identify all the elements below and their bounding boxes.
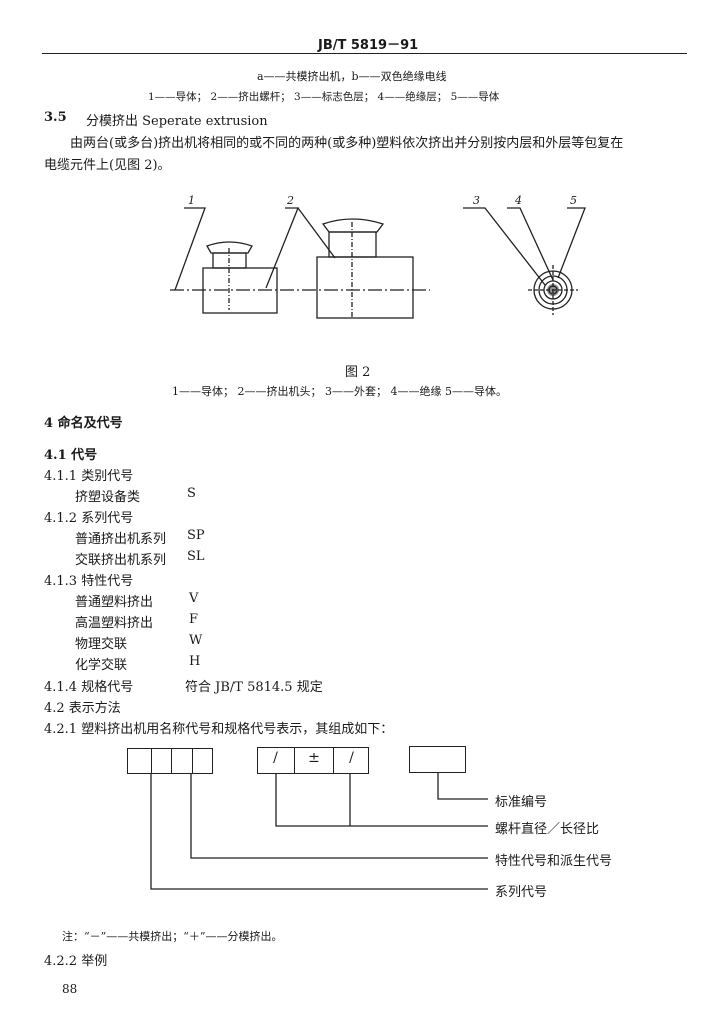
- fig2-label-3: 3: [473, 194, 480, 207]
- series-code-divider: [171, 748, 173, 774]
- section-3-5-body-line1: 由两台(或多台)挤出机将相同的或不同的两种(或多种)塑料依次挤出并分别按内层和外…: [70, 136, 624, 151]
- figure-2-caption: 1——导体； 2——挤出机头； 3——外套； 4——绝缘 5——导体。: [172, 385, 507, 398]
- item-code: F: [189, 612, 199, 627]
- page-number: 88: [62, 982, 78, 996]
- spec-code-box: [257, 747, 369, 774]
- figure-2-title: 图 2: [345, 365, 371, 380]
- fig2-label-2: 2: [287, 194, 294, 207]
- section-3-5-title: 分模挤出 Seperate extrusion: [86, 114, 268, 129]
- section-4-1-3: 4.1.3 特性代号: [44, 574, 134, 589]
- section-4-2: 4.2 表示方法: [44, 701, 121, 716]
- section-3-5-body-line2: 电缆元件上(见图 2)。: [44, 158, 171, 173]
- section-4-2-2: 4.2.2 举例: [44, 954, 108, 969]
- fig2-label-4: 4: [515, 194, 522, 207]
- spec-cell-3: /: [349, 750, 354, 766]
- standard-code: JB/T 5819－91: [318, 38, 419, 53]
- fig1-caption-line1: a——共模挤出机，b——双色绝缘电线: [257, 70, 447, 83]
- item-code: SP: [187, 528, 205, 543]
- code-label-screw-ratio: 螺杆直径／长径比: [495, 822, 600, 837]
- section-3-5-number: 3.5: [44, 110, 67, 125]
- code-label-standard-number: 标准编号: [495, 795, 548, 810]
- item-code: W: [189, 633, 203, 648]
- section-4-1: 4.1 代号: [44, 448, 98, 463]
- note: 注：“－”——共模挤出；“＋”——分模挤出。: [62, 930, 283, 943]
- code-label-feature-code: 特性代号和派生代号: [495, 854, 613, 869]
- section-4-1-4: 4.1.4 规格代号: [44, 680, 134, 695]
- spec-cell-1: /: [273, 750, 278, 766]
- code-label-series-code: 系列代号: [495, 885, 548, 900]
- fig2-label-1: 1: [188, 194, 195, 207]
- item-code: V: [189, 591, 199, 606]
- item-label: 高温塑料挤出: [75, 616, 154, 631]
- header-rule: [42, 53, 687, 54]
- series-code-divider: [192, 748, 194, 774]
- item-label: 普通塑料挤出: [75, 595, 154, 610]
- item-label: 普通挤出机系列: [75, 532, 167, 547]
- standard-number-box: [409, 746, 466, 773]
- spec-code-divider: [294, 747, 296, 774]
- section-4-2-1: 4.2.1 塑料挤出机用名称代号和规格代号表示，其组成如下：: [44, 722, 394, 737]
- spec-code-divider: [333, 747, 335, 774]
- item-code: H: [189, 654, 201, 669]
- item-label: 化学交联: [75, 658, 128, 673]
- item-label: 挤塑设备类: [75, 490, 141, 505]
- series-code-box: [127, 748, 213, 774]
- section-4-heading: 4 命名及代号: [44, 416, 123, 431]
- spec-cell-2: ±: [308, 750, 320, 766]
- section-4-1-1: 4.1.1 类别代号: [44, 469, 134, 484]
- fig1-caption-line2: 1——导体； 2——挤出螺杆； 3——标志色层； 4——绝缘层； 5——导体: [148, 91, 500, 103]
- series-code-divider: [151, 748, 153, 774]
- item-code: SL: [187, 549, 205, 564]
- section-4-1-2: 4.1.2 系列代号: [44, 511, 134, 526]
- fig2-label-5: 5: [570, 194, 577, 207]
- item-label: 物理交联: [75, 637, 128, 652]
- item-label: 交联挤出机系列: [75, 553, 167, 568]
- section-4-1-4-text: 符合 JB/T 5814.5 规定: [185, 680, 323, 695]
- item-code: S: [187, 486, 196, 501]
